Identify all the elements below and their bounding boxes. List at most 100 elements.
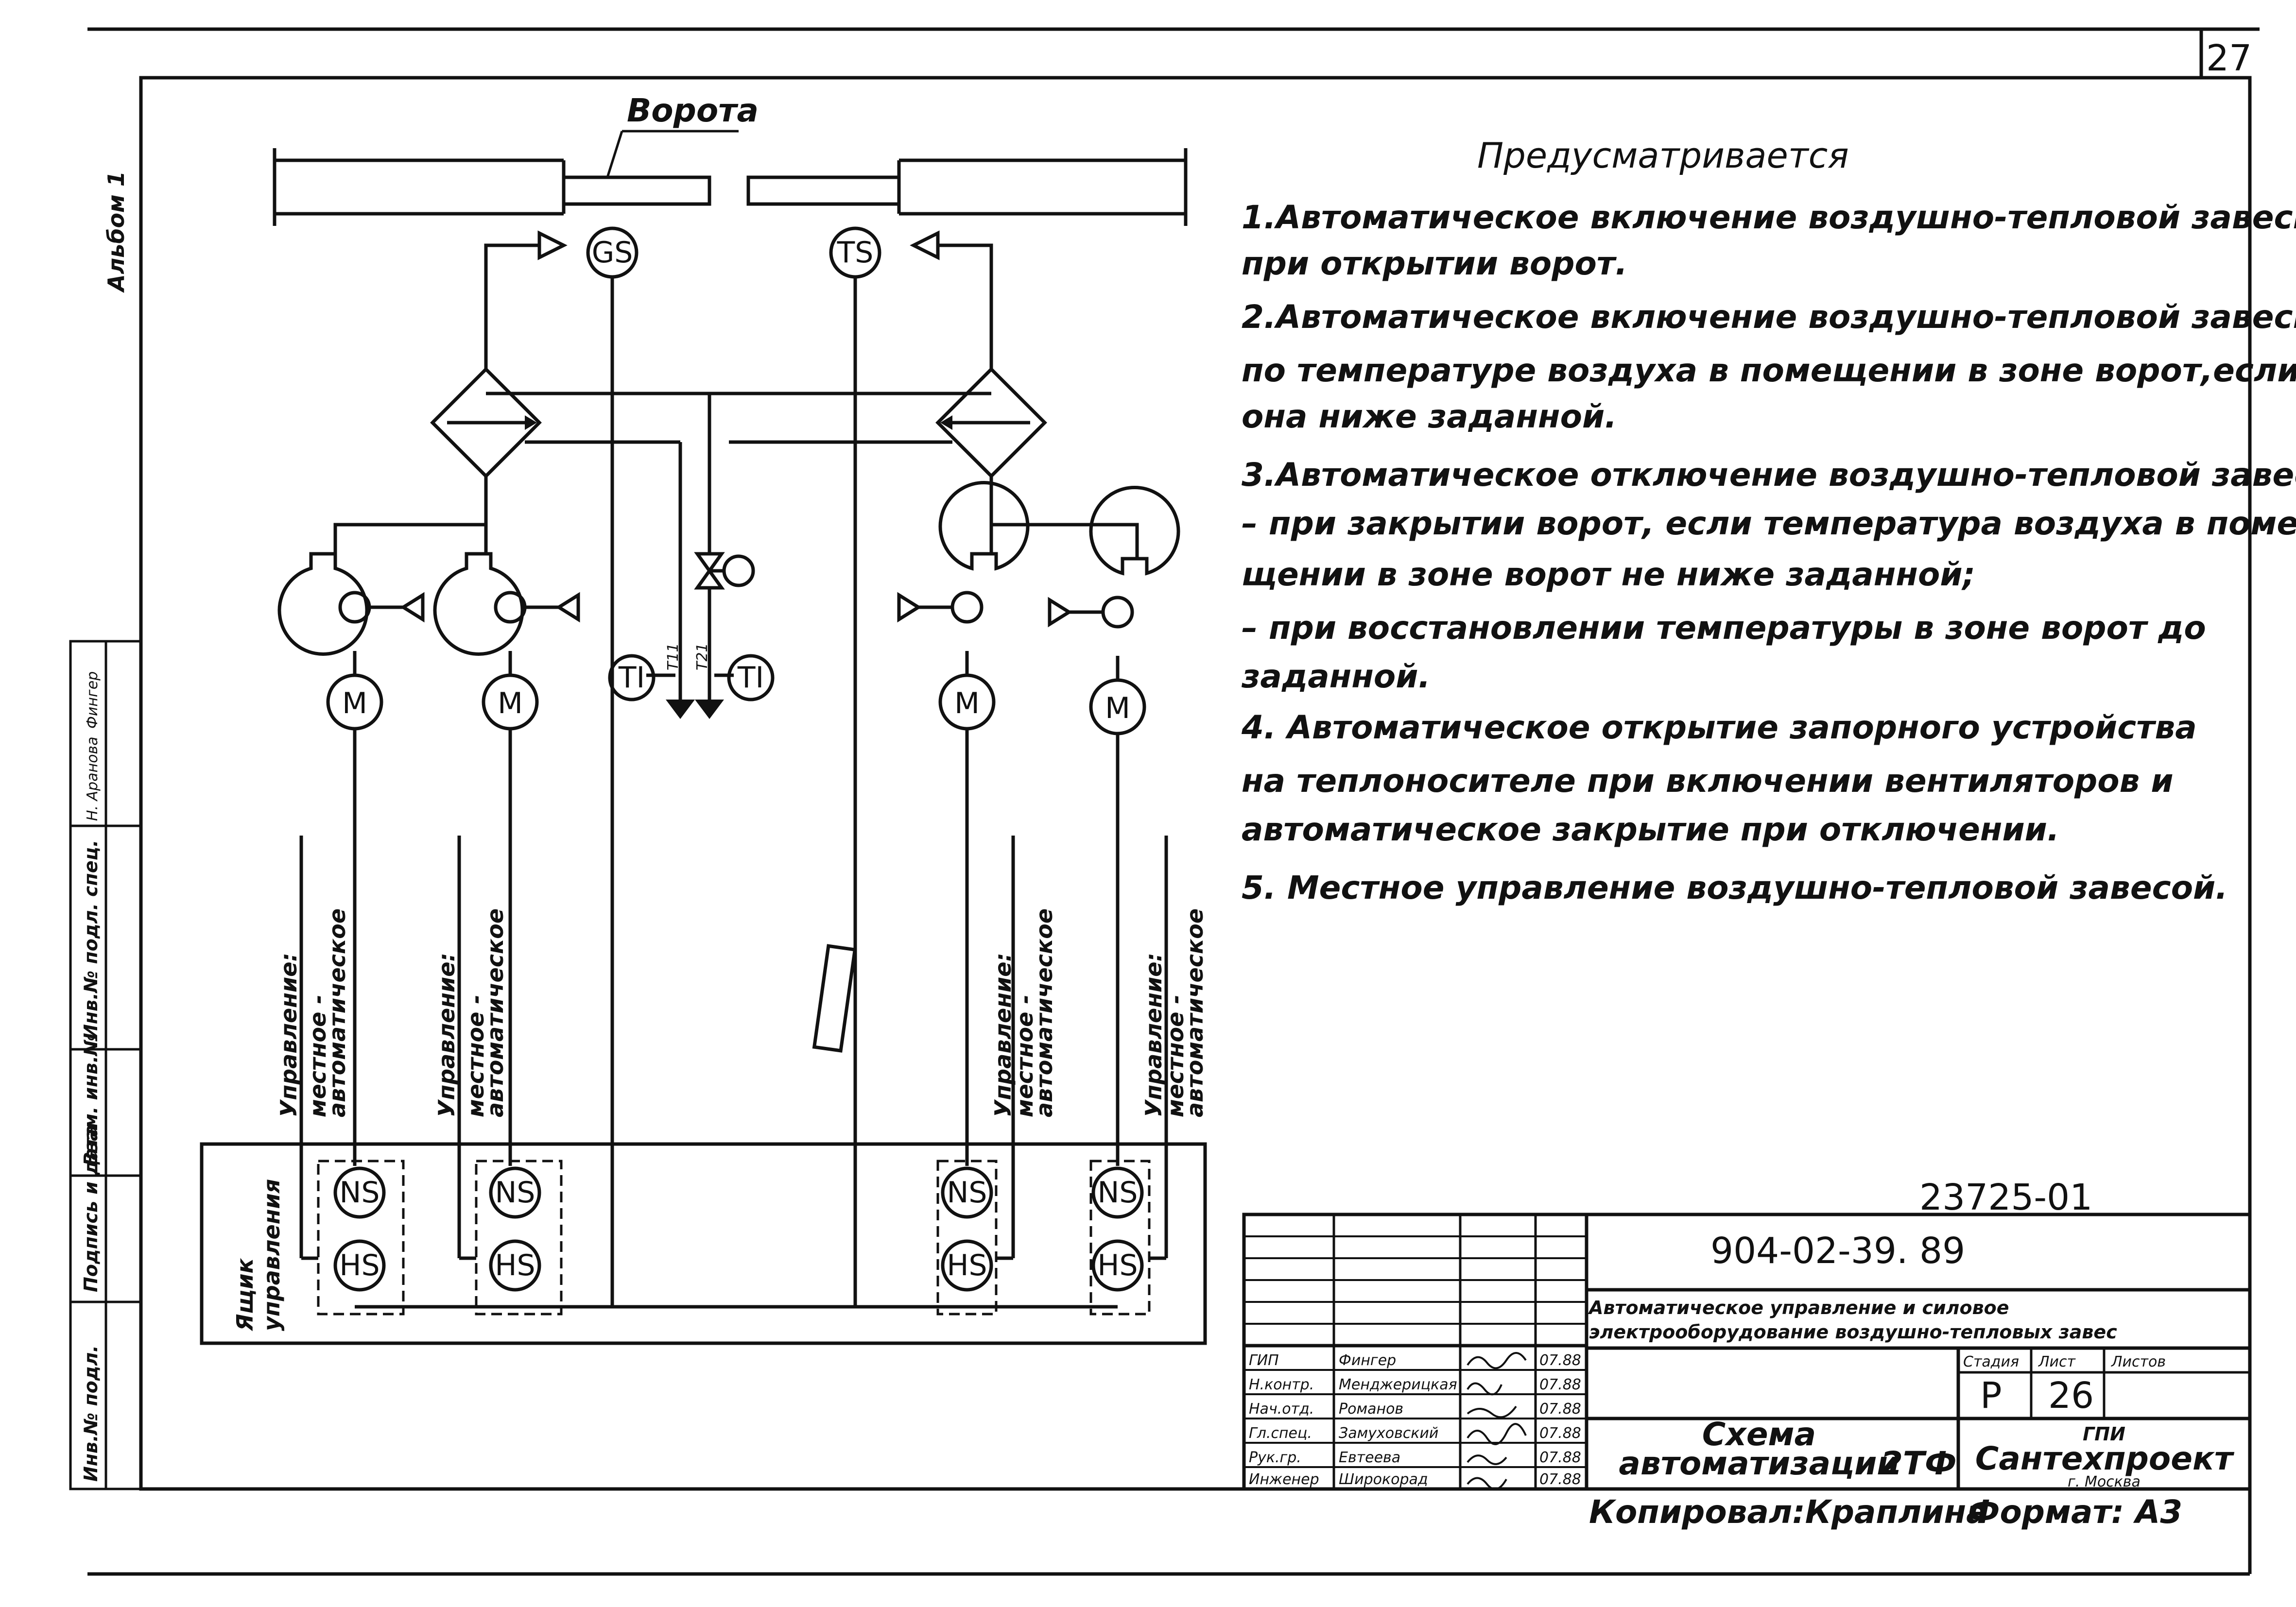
mode-2-line-3: автоматическое [482, 908, 508, 1117]
sheet-number: 27 [2206, 37, 2252, 79]
drawing-title-line-2: автоматизации [1619, 1445, 1899, 1482]
mode-2-line-2: местное - [463, 995, 489, 1117]
org-line-3: г. Москва [2068, 1473, 2141, 1490]
sig-role-4: Гл.спец. [1249, 1425, 1312, 1442]
ns-3: NS [947, 1176, 987, 1210]
note-line-11: 4. Автоматическое открытие запорного уст… [1241, 709, 2197, 746]
gate-sensor-gs [586, 226, 639, 1307]
sig-name-1: Фингер [1339, 1352, 1396, 1369]
mode-1-line-3: автоматическое [324, 908, 350, 1117]
side-stamp-inv-spec: Инв.№ подл. спец. [80, 840, 102, 1040]
side-stamp [69, 640, 142, 1490]
control-box-label-line-1: Ящик [232, 1257, 258, 1332]
sig-role-6: Инженер [1249, 1471, 1319, 1488]
gate-wall [273, 130, 1188, 226]
control-box [200, 1142, 1207, 1345]
temperature-sensor-ts-label: TS [837, 236, 874, 270]
air-heater-left [430, 367, 542, 479]
album-label: Альбом 1 [103, 171, 129, 293]
sig-role-2: Н.контр. [1249, 1376, 1314, 1393]
ti-right-label: TI [737, 661, 764, 695]
note-line-13: автоматическое закрытие при отключении. [1242, 811, 2059, 848]
heat-carrier-pipes [486, 392, 991, 700]
side-stamp-name-2: Фингер [84, 671, 101, 729]
ns-1: NS [340, 1176, 380, 1210]
hs-3: HS [947, 1248, 987, 1282]
motors [326, 673, 1146, 735]
mode-4-line-3: автоматическое [1182, 908, 1208, 1117]
motor-1-label: M [342, 686, 367, 720]
note-line-4: по температуре воздуха в помещении в зон… [1242, 352, 2296, 389]
sheet-value: 26 [2048, 1375, 2094, 1417]
mode-3-line-2: местное - [1012, 995, 1038, 1117]
air-heater-right [935, 367, 1047, 479]
fan-4 [1048, 486, 1180, 680]
side-stamp-signature-date: Подпись и дата [80, 1125, 102, 1292]
motor-4-label: M [1105, 691, 1130, 725]
sig-name-6: Широкорад [1339, 1471, 1428, 1488]
note-line-6: 3.Автоматическое отключение воздушно-теп… [1242, 456, 2296, 494]
sheets-header: Листов [2111, 1353, 2166, 1370]
notes-heading: Предусматривается [1477, 135, 1849, 176]
drawing-title-line-1: Схема [1702, 1416, 1816, 1453]
note-line-1: 1.Автоматическое включение воздушно-тепл… [1242, 199, 2296, 236]
starters [333, 1166, 1144, 1292]
note-line-8: щении в зоне ворот не ниже заданной; [1242, 556, 1975, 593]
hs-4: HS [1097, 1248, 1138, 1282]
air-ducts [333, 476, 1139, 559]
copied-by: Копировал:Краплина [1589, 1493, 1988, 1531]
note-line-12: на теплоносителе при включении вентилято… [1242, 762, 2174, 800]
side-stamp-replaced: Взам. инв.№ [80, 1034, 102, 1166]
fan-3 [897, 481, 1030, 675]
fan-1 [277, 552, 425, 675]
title-line-1: Автоматическое управление и силовое [1588, 1297, 2009, 1318]
stage-header: Стадия [1963, 1353, 2019, 1370]
format-label: Формат: А3 [1968, 1493, 2182, 1531]
stage-value: Р [1980, 1375, 2002, 1417]
sheet-header: Лист [2038, 1353, 2076, 1370]
side-stamp-name-1: Н. Аранова [84, 736, 101, 821]
gate-sensor-gs-label: GS [592, 236, 633, 270]
mode-3-line-1: Управление: [990, 953, 1016, 1117]
sig-name-2: Менджерицкая [1339, 1376, 1457, 1393]
ti-left-label: TI [618, 661, 645, 695]
shutoff-valve [694, 552, 755, 590]
title-line-2: электрооборудование воздушно-тепловых за… [1589, 1321, 2117, 1343]
sig-date-2: 07.88 [1539, 1376, 1581, 1393]
signature-rows: ГИП Фингер 07.88 Н.контр. Менджерицкая 0… [1249, 1352, 1581, 1488]
signature-scribbles [1467, 1352, 1527, 1490]
sig-name-3: Романов [1339, 1401, 1403, 1418]
mode-4-line-2: местное - [1162, 995, 1189, 1117]
mode-1-line-2: местное - [305, 995, 331, 1117]
note-line-3: 2.Автоматическое включение воздушно-тепл… [1242, 298, 2296, 336]
junction-tag [812, 944, 857, 1053]
temperature-sensor-ts [829, 226, 881, 1307]
sig-date-6: 07.88 [1539, 1471, 1581, 1488]
control-box-label-line-2: управления [259, 1179, 285, 1331]
sig-date-3: 07.88 [1539, 1401, 1581, 1418]
sig-role-3: Нач.отд. [1249, 1401, 1314, 1418]
fan-2 [433, 552, 580, 675]
ns-4: NS [1098, 1176, 1138, 1210]
sig-date-5: 07.88 [1539, 1449, 1581, 1466]
mode-4-line-1: Управление: [1140, 953, 1167, 1117]
sig-name-4: Замуховский [1339, 1425, 1438, 1442]
sig-date-1: 07.88 [1539, 1352, 1581, 1369]
project-code: 904-02-39. 89 [1710, 1230, 1965, 1272]
tag-t11: T11 [665, 643, 682, 671]
drawing-mark: 2ТФ [1881, 1445, 1956, 1482]
motor-cables [299, 729, 1168, 1260]
supply-air-arrows [484, 230, 993, 384]
control-mode-labels: Управление: местное - автоматическое Упр… [276, 908, 1208, 1117]
temperature-probes [608, 654, 775, 719]
note-line-10: заданной. [1241, 658, 1431, 695]
sig-name-5: Евтеева [1339, 1449, 1400, 1466]
mode-3-line-3: автоматическое [1031, 908, 1057, 1117]
side-stamp-inv: Инв.№ подл. [80, 1345, 102, 1482]
sig-role-5: Рук.гр. [1249, 1449, 1301, 1466]
hs-2: HS [495, 1248, 535, 1282]
tag-t21: T21 [694, 643, 711, 671]
note-line-2: при открытии ворот. [1242, 245, 1627, 282]
motor-3-label: M [954, 686, 980, 720]
